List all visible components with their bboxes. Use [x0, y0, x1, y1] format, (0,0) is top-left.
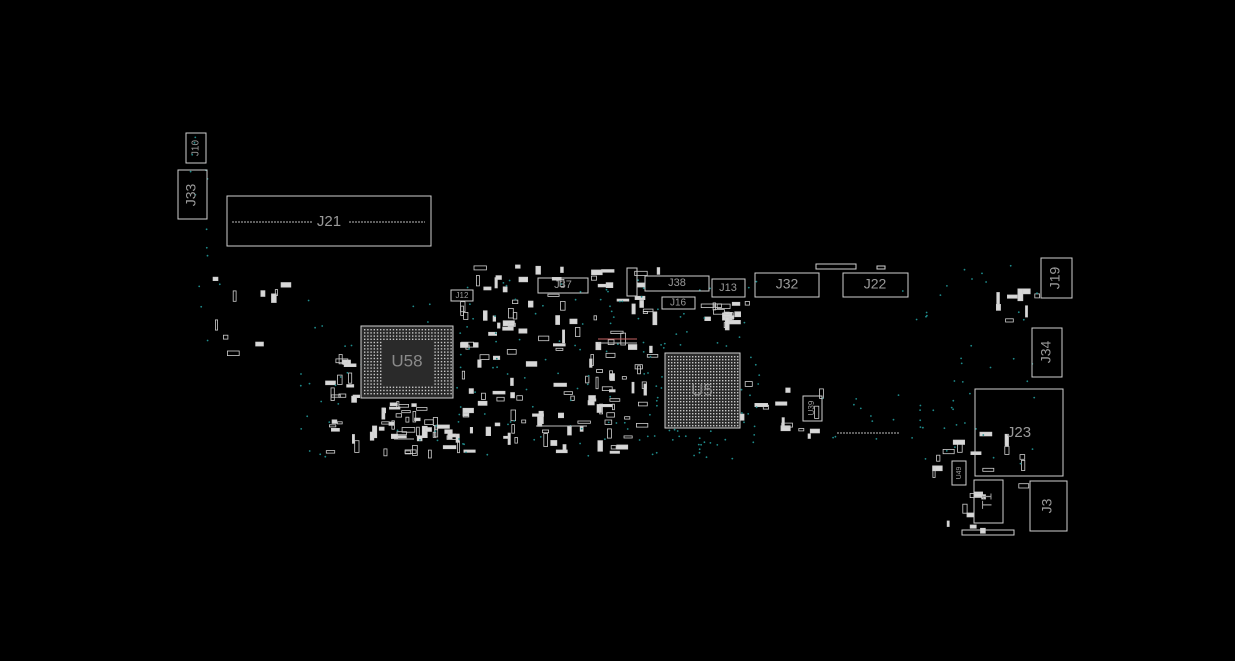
connector-j22-label: J22 [864, 276, 887, 292]
connector-j13[interactable]: J13 [711, 278, 746, 298]
vias-layer [189, 136, 1038, 465]
connector-j21-label: J21 [317, 213, 341, 230]
connector-j16[interactable]: J16 [661, 296, 696, 310]
connector-j12[interactable]: J12 [450, 289, 474, 302]
chip-u39[interactable]: U39 [802, 395, 823, 422]
part-bar-connector[interactable] [815, 263, 857, 270]
connector-j16-label: J16 [670, 298, 687, 309]
connector-j33-label: J33 [183, 184, 199, 207]
connector-j3-label: J3 [1039, 498, 1055, 513]
connector-j32-label: J32 [776, 276, 799, 292]
transformer-t1[interactable]: T1 [973, 479, 1004, 524]
chip-u5[interactable]: U5 [664, 352, 741, 429]
part-vertical-connector[interactable] [626, 267, 638, 297]
connector-j23-label: J23 [1007, 424, 1031, 441]
connector-j38[interactable]: J38 [644, 275, 710, 292]
connector-j22[interactable]: J22 [842, 272, 909, 298]
connector-j37-label: J37 [554, 279, 572, 291]
connector-j23[interactable]: J23 [974, 388, 1064, 477]
chip-u5-label: U5 [691, 380, 713, 399]
connector-j33[interactable]: J33 [177, 169, 208, 220]
chip-u58-label: U58 [391, 351, 422, 370]
connector-j13-label: J13 [719, 282, 737, 294]
connector-j32[interactable]: J32 [754, 272, 820, 298]
chip-u58[interactable]: U58 [360, 325, 454, 399]
chip-u58-ball-grid [364, 329, 452, 395]
connector-j10-label: J10 [191, 140, 202, 157]
smd-components-layer [212, 264, 1040, 534]
connector-j3[interactable]: J3 [1029, 480, 1068, 532]
part-small-pad[interactable] [876, 265, 886, 270]
connector-j38-label: J38 [668, 277, 686, 289]
chip-u49-label: U49 [956, 466, 963, 479]
part-bottom-bar[interactable] [961, 529, 1015, 536]
chip-u39-label: U39 [807, 400, 816, 415]
connector-j34[interactable]: J34 [1031, 327, 1063, 378]
connector-j34-label: J34 [1038, 341, 1054, 364]
connector-j10[interactable]: J10 [185, 132, 207, 164]
chip-u5-ball-grid [668, 356, 739, 427]
chip-u49[interactable]: U49 [951, 460, 967, 486]
connector-j21[interactable]: J21 [226, 195, 432, 247]
connector-j37[interactable]: J37 [537, 277, 589, 294]
connector-j19[interactable]: J19 [1040, 257, 1073, 299]
transformer-t1-label: T1 [979, 493, 995, 510]
connector-j19-label: J19 [1047, 267, 1063, 290]
connector-j12-label: J12 [456, 291, 469, 300]
